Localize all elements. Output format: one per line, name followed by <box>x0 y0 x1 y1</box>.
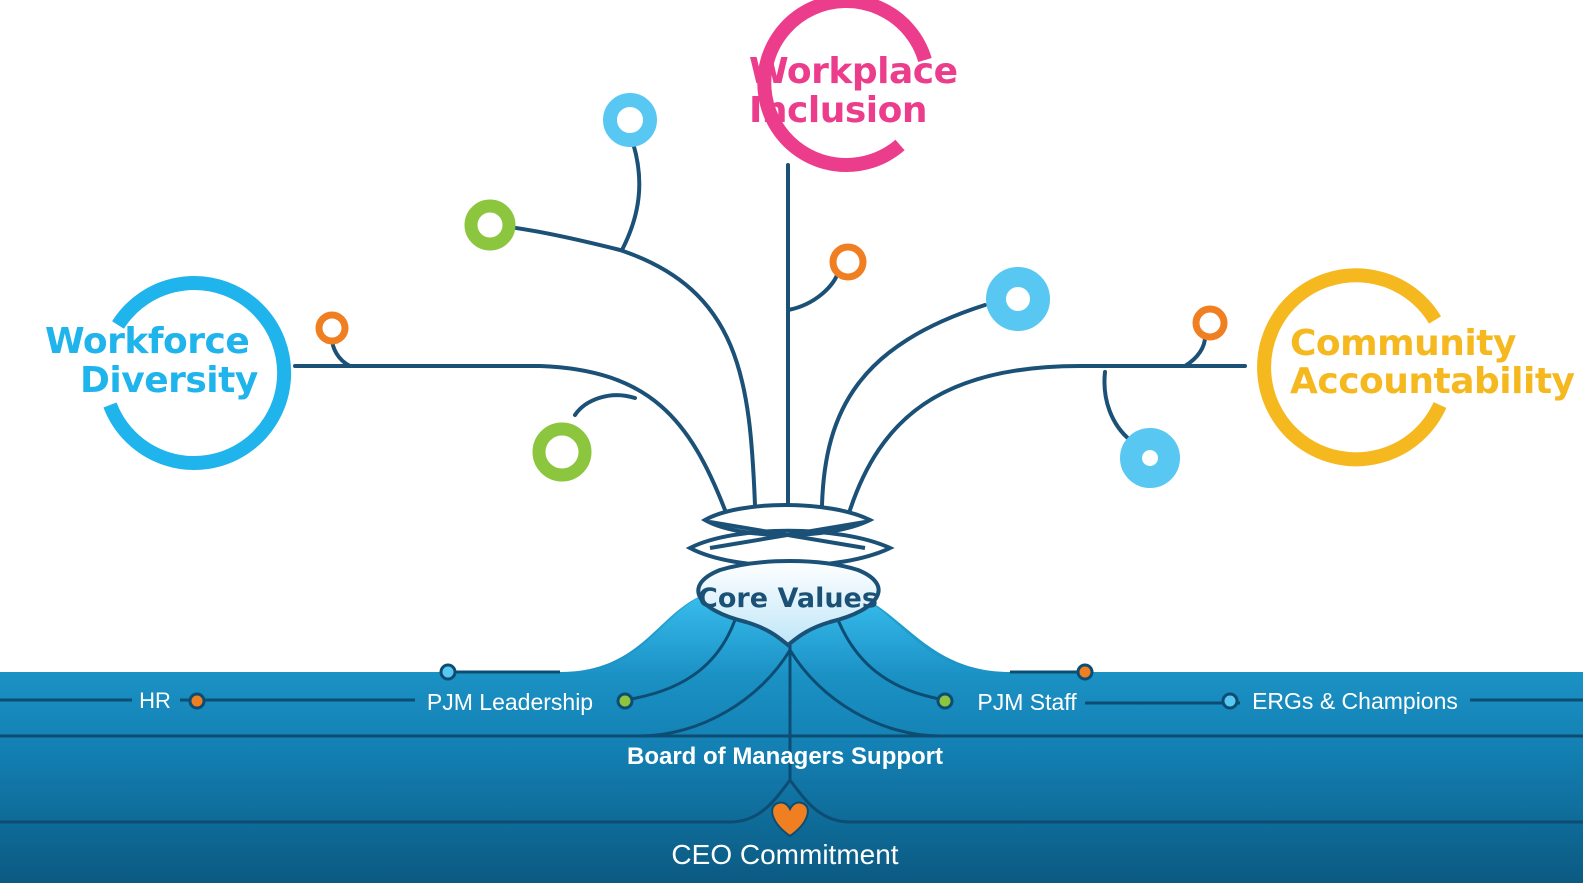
hr-dot <box>188 692 206 710</box>
hub-workforce-diversity-line1: Workforce <box>45 321 249 362</box>
node-green-lower <box>532 422 592 482</box>
node-circles <box>315 93 1228 488</box>
hub-workplace-inclusion-line2: Inclusion <box>749 90 927 131</box>
hub-workforce-diversity: Workforce Diversity <box>45 276 292 470</box>
staff-dot <box>936 692 954 710</box>
heart-icon <box>771 801 809 838</box>
node-orange-center <box>829 243 867 281</box>
label-ceo-commitment: CEO Commitment <box>671 839 898 870</box>
node-light-blue-lower-right <box>1120 428 1180 488</box>
band-dots <box>188 663 1239 710</box>
node-light-blue-right <box>986 267 1050 331</box>
node-orange-right <box>1192 305 1228 341</box>
hub-community-accountability-line2: Accountability <box>1290 361 1575 402</box>
node-green-upper <box>464 199 516 251</box>
hub-community-accountability-line1: Community <box>1290 323 1516 364</box>
core-values-shape <box>696 559 881 648</box>
hub-community-accountability: Community Accountability <box>1257 268 1575 467</box>
hub-workplace-inclusion-line1: Workplace <box>749 51 958 92</box>
staff-top-dot <box>1076 663 1094 681</box>
core-values-label: Core Values <box>698 583 878 614</box>
core-knot <box>685 503 895 568</box>
band-lines <box>0 619 1583 824</box>
label-pjm-staff: PJM Staff <box>977 689 1077 715</box>
label-pjm-leadership: PJM Leadership <box>427 689 593 715</box>
hub-workforce-diversity-line2: Diversity <box>80 360 258 401</box>
leadership-dot <box>616 692 634 710</box>
tree-stems <box>293 138 1247 512</box>
node-light-blue-top <box>603 93 657 147</box>
label-ergs-champions: ERGs & Champions <box>1252 688 1458 714</box>
hub-workplace-inclusion: Workplace Inclusion <box>749 0 958 173</box>
label-board-support: Board of Managers Support <box>627 743 943 770</box>
node-orange-left <box>315 311 349 345</box>
leadership-top-dot <box>439 663 457 681</box>
ergs-dot <box>1221 692 1239 710</box>
label-hr: HR <box>139 688 171 713</box>
